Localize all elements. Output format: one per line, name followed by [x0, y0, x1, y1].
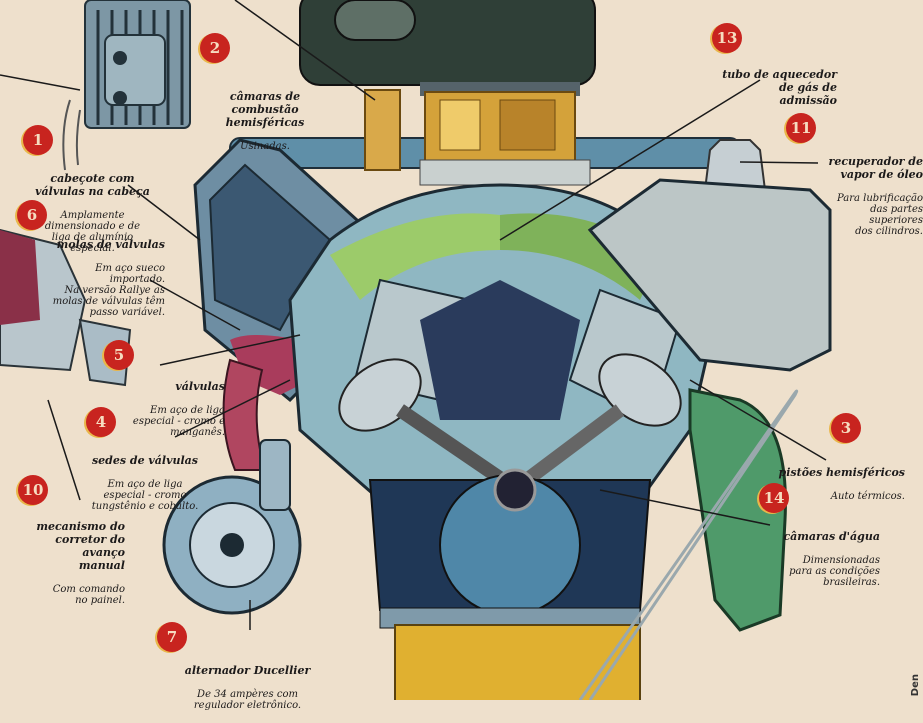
callout-title: molas de válvulas: [56, 238, 165, 251]
callout-badge-4: 4: [86, 407, 116, 437]
callout-desc: Em aço sueco importado. Na versão Rallye…: [52, 263, 165, 318]
oil-pan: [394, 624, 641, 700]
callout-badge-10: 10: [18, 475, 48, 505]
callout-title: recuperador de vapor de óleo: [828, 155, 923, 181]
callout-desc: Dimensionadas para as condições brasilei…: [789, 555, 880, 588]
callout-title: tubo de aquecedor de gás de admissão: [722, 68, 837, 107]
callout-badge-7: 7: [157, 622, 187, 652]
callout-title: alternador Ducellier: [184, 664, 311, 677]
engine-cutaway-illustration: [0, 0, 832, 700]
callout-label-13: tubo de aquecedor de gás de admissão: [722, 56, 837, 119]
leader-lines: [0, 0, 827, 630]
callout-badge-11: 11: [786, 113, 816, 143]
callout-desc: Amplamente dimensionado e de liga de alu…: [44, 210, 141, 254]
callout-desc: Para lubrificação das partes superiores …: [837, 193, 923, 237]
callout-desc: De 34 ampères com regulador eletrônico.: [193, 689, 302, 711]
credit-text: Den: [910, 673, 921, 696]
callout-desc: Em aço de liga especial - cromo e mangan…: [132, 405, 225, 438]
callout-badge-6: 6: [17, 200, 47, 230]
callout-label-3: pistões hemisféricos Auto térmicos.: [765, 454, 905, 514]
callout-badge-1: 1: [23, 125, 53, 155]
right-cylinder-head: [587, 178, 832, 372]
callout-label-11: recuperador de vapor de óleo Para lubrif…: [815, 143, 923, 249]
carburetor: [364, 89, 591, 186]
callout-badge-5: 5: [104, 340, 134, 370]
callout-desc: Com comando no painel.: [52, 584, 125, 606]
callout-label-2: câmaras de combustão hemisféricas Usinad…: [195, 78, 335, 164]
callout-label-14: câmaras d'água Dimensionadas para as con…: [770, 518, 880, 600]
callout-desc: Em aço de liga especial - cromo tungstên…: [91, 479, 199, 512]
callout-title: cabeçote com válvulas na cabeça: [35, 172, 150, 198]
callout-title: mecanismo do corretor do avanço manual: [36, 520, 125, 572]
exhaust-port: [222, 358, 267, 471]
callout-title: válvulas: [175, 380, 225, 393]
distributor: [0, 228, 132, 387]
callout-desc: Usinadas.: [240, 141, 290, 152]
callout-label-4: sedes de válvulas Em aço de liga especia…: [85, 442, 205, 524]
air-filter: [299, 0, 596, 96]
callout-title: pistões hemisféricos: [778, 466, 905, 479]
crankcase: [368, 468, 652, 629]
callout-title: sedes de válvulas: [91, 454, 198, 467]
callout-label-6: molas de válvulas Em aço sueco importado…: [40, 226, 165, 330]
pistons: [338, 353, 682, 491]
callout-title: câmaras d'água: [783, 530, 880, 543]
callout-label-10: mecanismo do corretor do avanço manual C…: [35, 508, 125, 618]
callout-desc: Auto térmicos.: [830, 491, 905, 502]
alternator: [162, 439, 302, 615]
coolant-hose: [688, 388, 787, 632]
callout-badge-2: 2: [200, 33, 230, 63]
ignition-coil: [62, 0, 191, 171]
callout-label-7: alternador Ducellier De 34 ampères com r…: [180, 652, 315, 723]
callout-badge-13: 13: [712, 23, 742, 53]
callout-label-5: válvulas Em aço de liga especial - cromo…: [125, 368, 225, 450]
dipstick: [578, 389, 799, 700]
callout-label-1: cabeçote com válvulas na cabeça Amplamen…: [30, 160, 155, 266]
callout-badge-3: 3: [831, 413, 861, 443]
callout-title: câmaras de combustão hemisféricas: [225, 90, 305, 129]
callout-badge-14: 14: [759, 483, 789, 513]
